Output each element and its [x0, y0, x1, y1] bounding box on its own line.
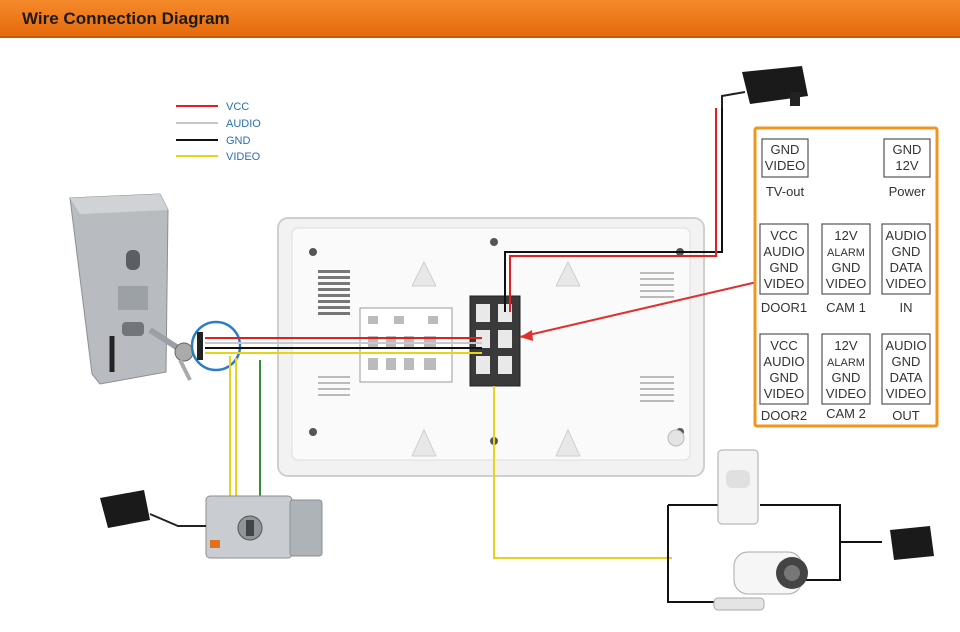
out-pin-data: DATA	[890, 370, 923, 385]
power-pin-gnd: GND	[893, 142, 922, 157]
tvout-pin-video: VIDEO	[765, 158, 805, 173]
monitor-back	[277, 217, 705, 477]
pir-sensor	[717, 449, 759, 525]
callout-arrow	[519, 281, 758, 338]
cam2-pin-video: VIDEO	[826, 386, 866, 401]
camera-wires	[667, 504, 882, 603]
in-pin-audio: AUDIO	[885, 228, 926, 243]
cam2-label: CAM 2	[826, 406, 866, 421]
cam1-label: CAM 1	[826, 300, 866, 315]
door2-label: DOOR2	[761, 408, 807, 423]
legend-label-gnd: GND	[226, 135, 251, 147]
door2-pin-gnd: GND	[770, 370, 799, 385]
door1-pin-gnd: GND	[770, 260, 799, 275]
cam2-pin-alarm: ALARM	[827, 357, 865, 369]
power-pin-12v: 12V	[895, 158, 918, 173]
in-label: IN	[900, 300, 913, 315]
cam1-pin-video: VIDEO	[826, 276, 866, 291]
electric-lock	[205, 495, 323, 559]
cam1-pin-alarm: ALARM	[827, 247, 865, 259]
legend-label-audio: AUDIO	[226, 118, 261, 130]
cam2-pin-gnd: GND	[832, 370, 861, 385]
header-bar: Wire Connection Diagram	[0, 0, 960, 38]
legend-label-video: VIDEO	[226, 151, 261, 163]
cctv-camera	[713, 551, 808, 611]
door1-pin-video: VIDEO	[764, 276, 804, 291]
out-pin-audio: AUDIO	[885, 338, 926, 353]
speaker-grille	[318, 270, 350, 315]
power-label: Power	[889, 184, 927, 199]
out-pin-video: VIDEO	[886, 386, 926, 401]
tvout-label: TV-out	[766, 184, 805, 199]
door1-label: DOOR1	[761, 300, 807, 315]
door2-pin-video: VIDEO	[764, 386, 804, 401]
cam1-pin-12v: 12V	[834, 228, 857, 243]
door2-pin-vcc: VCC	[770, 338, 797, 353]
power-adapter-lock	[100, 490, 206, 528]
door1-pin-audio: AUDIO	[763, 244, 804, 259]
power-wires	[504, 108, 723, 312]
legend-label-vcc: VCC	[226, 101, 249, 113]
power-adapter-top	[721, 66, 808, 108]
cam1-pin-gnd: GND	[832, 260, 861, 275]
tvout-pin-gnd: GND	[771, 142, 800, 157]
wire-zoom-circle	[190, 320, 242, 372]
camera-video-wire	[493, 386, 672, 559]
door-wires	[205, 337, 482, 354]
door-station	[69, 193, 194, 385]
out-label: OUT	[892, 408, 920, 423]
connection-panel: GND VIDEO TV-out GND 12V Power VCC AUDIO…	[753, 126, 939, 428]
out-pin-gnd: GND	[892, 354, 921, 369]
power-adapter-camera	[890, 526, 934, 560]
wire-legend: VCC AUDIO GND VIDEO	[176, 101, 261, 163]
in-pin-video: VIDEO	[886, 276, 926, 291]
in-pin-gnd: GND	[892, 244, 921, 259]
in-pin-data: DATA	[890, 260, 923, 275]
cam2-pin-12v: 12V	[834, 338, 857, 353]
door1-pin-vcc: VCC	[770, 228, 797, 243]
door2-pin-audio: AUDIO	[763, 354, 804, 369]
diagram-title: Wire Connection Diagram	[22, 9, 230, 28]
